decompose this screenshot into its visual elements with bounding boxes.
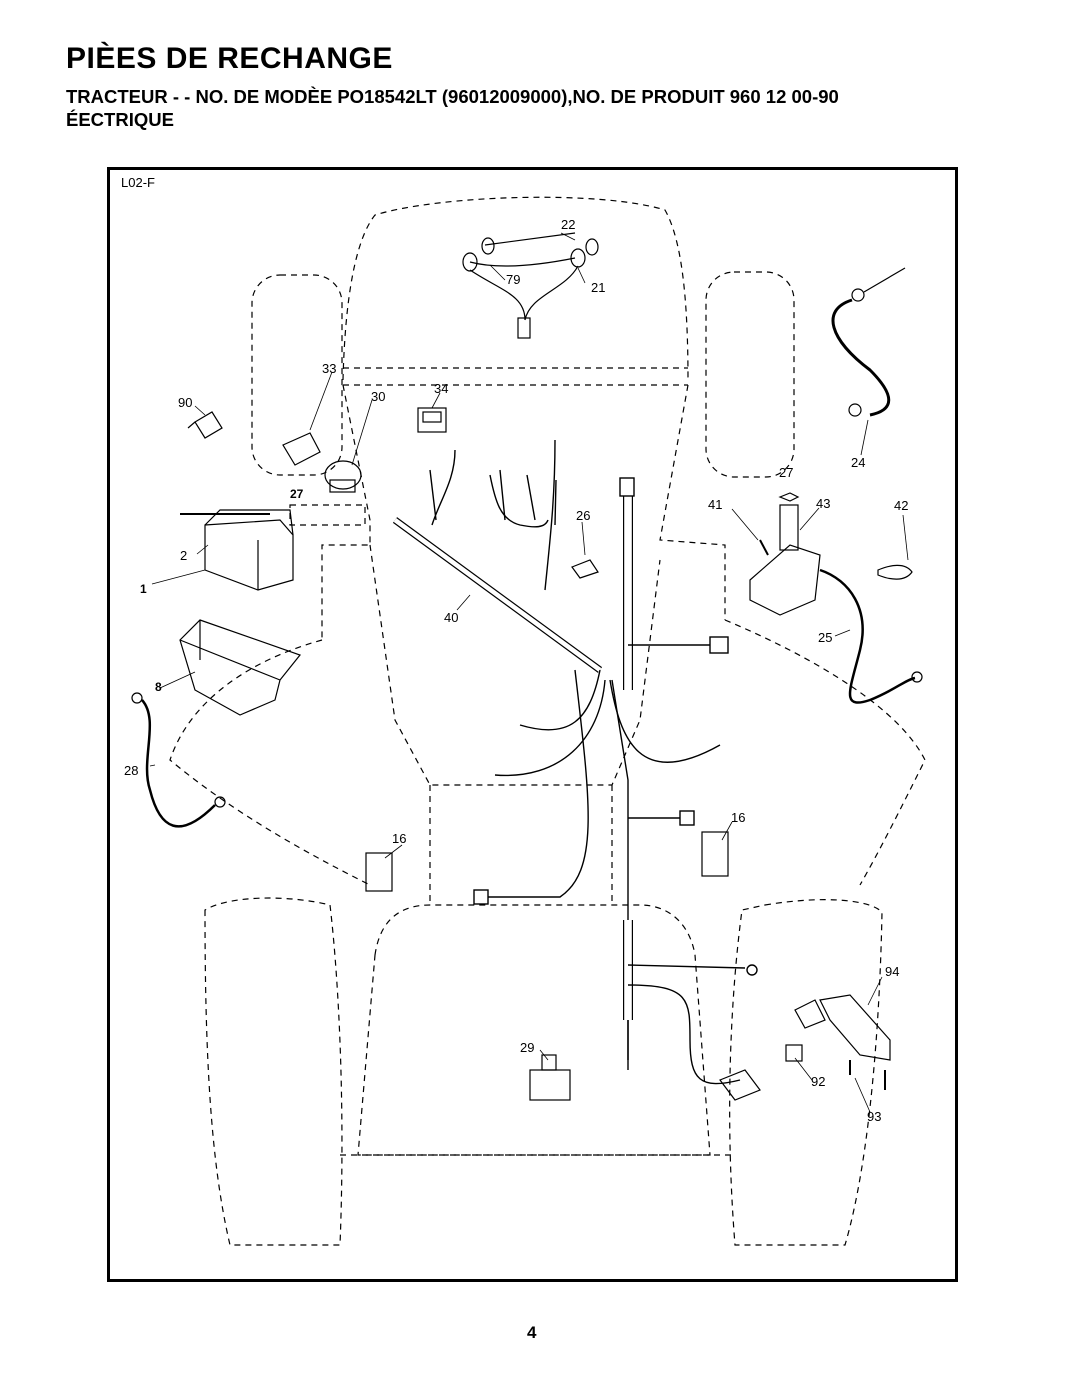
page-number: 4: [527, 1323, 537, 1342]
tractor-outline: [169, 196, 926, 1246]
callout-40: 40: [444, 610, 459, 625]
callout-2: 2: [180, 548, 188, 563]
callout-92: 92: [811, 1074, 826, 1089]
callout-25: 25: [818, 630, 833, 645]
callout-1: 1: [140, 582, 147, 596]
callout-42: 42: [894, 498, 909, 513]
callout-90: 90: [178, 395, 193, 410]
callout-30: 30: [371, 389, 386, 404]
callout-29: 29: [520, 1040, 535, 1055]
callout-22: 22: [561, 217, 576, 232]
callout-94: 94: [885, 964, 900, 979]
callout-8: 8: [155, 680, 162, 694]
diagram-code: L02-F: [121, 175, 155, 190]
callout-21: 21: [591, 280, 606, 295]
callout-26: 26: [576, 508, 591, 523]
callout-79: 79: [506, 272, 521, 287]
callout-93: 93: [867, 1109, 882, 1124]
diagram-frame: [107, 167, 958, 1282]
callout-16-left: 16: [392, 831, 407, 846]
callout-24: 24: [851, 455, 866, 470]
callout-27-right: 27: [779, 465, 794, 480]
callout-27-left: 27: [290, 487, 304, 501]
callout-41: 41: [708, 497, 723, 512]
page-title: PIÈES DE RECHANGE: [66, 42, 393, 75]
components: [131, 232, 923, 1101]
callout-28: 28: [124, 763, 139, 778]
wiring-harness: [392, 439, 758, 1085]
callout-43: 43: [816, 496, 831, 511]
leader-lines: [149, 232, 909, 1113]
callout-34: 34: [434, 381, 449, 396]
model-subtitle: TRACTEUR - - NO. DE MODÈE PO18542LT (960…: [66, 86, 839, 107]
callout-16-right: 16: [731, 810, 746, 825]
callout-33: 33: [322, 361, 337, 376]
section-subtitle: ÉECTRIQUE: [66, 109, 174, 130]
